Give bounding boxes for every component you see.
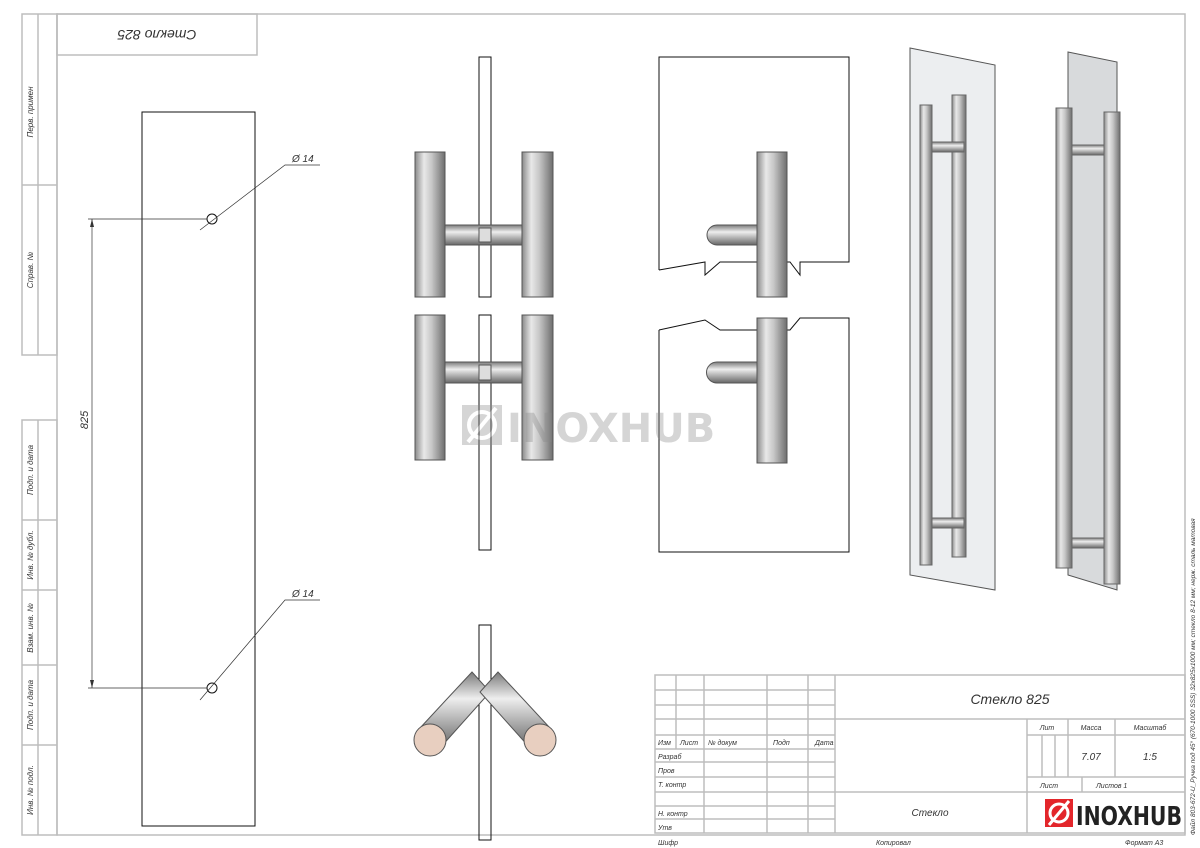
glass-plate-view: 825 Ø 14 Ø 14 xyxy=(79,111,320,827)
role-nkontr: Н. контр xyxy=(658,811,688,818)
sheet-label: Лист xyxy=(1039,783,1058,790)
hole-top xyxy=(206,213,218,225)
strip-label: Подп. и дата xyxy=(26,444,35,495)
side-strip: Перв. примен Справ. № Подп. и дата Инв. … xyxy=(21,13,58,836)
lit-label: Лит xyxy=(1039,725,1055,732)
logo-text: INOXHUB xyxy=(1076,802,1182,832)
role-utv: Утв xyxy=(657,825,672,832)
mass-label: Масса xyxy=(1081,725,1102,732)
role-razrab: Разраб xyxy=(658,753,682,761)
hole-top-diameter: Ø 14 xyxy=(291,154,314,165)
header-sign: Подп xyxy=(773,739,790,747)
role-prov: Пров xyxy=(658,768,675,775)
hole-bottom xyxy=(206,682,218,694)
material: Стекло xyxy=(911,808,948,819)
drawing-title: Стекло 825 xyxy=(970,691,1049,707)
side-view xyxy=(414,56,554,551)
file-caption: Файл 803-672-U_Ручка под 45° (670-1000 S… xyxy=(1189,518,1197,835)
strip-label: Справ. № xyxy=(26,251,35,288)
watermark: INOXHUB xyxy=(462,405,715,452)
top-label-box xyxy=(56,13,258,56)
footer-format: Формат А3 xyxy=(1125,840,1163,847)
section-view xyxy=(658,56,850,553)
sheets-label: Листов 1 xyxy=(1095,783,1127,790)
hole-bottom-diameter: Ø 14 xyxy=(291,589,314,600)
header-date: Дата xyxy=(814,740,834,747)
footer-copied: Копировал xyxy=(876,840,911,847)
strip-label: Перв. примен xyxy=(26,86,35,138)
header-list: Лист xyxy=(679,740,698,747)
footer-cipher: Шифр xyxy=(658,840,678,847)
spacing-dimension: 825 xyxy=(79,410,91,429)
role-tkontr: Т. контр xyxy=(658,782,686,789)
inoxhub-logo: INOXHUB xyxy=(1045,799,1182,832)
strip-label: Инв. № дубл. xyxy=(26,530,35,579)
strip-label: Подп. и дата xyxy=(26,679,35,730)
watermark-text: INOXHUB xyxy=(507,406,715,452)
strip-label: Взам. инв. № xyxy=(26,603,35,653)
top-view xyxy=(413,624,557,841)
scale-label: Масштаб xyxy=(1134,724,1168,732)
title-block: Стекло 825 Изм Лист № докум Подп Дата Ра… xyxy=(654,674,1186,834)
mass-value: 7.07 xyxy=(1081,752,1101,763)
perspective-render-front xyxy=(909,47,996,591)
header-doc: № докум xyxy=(708,739,737,747)
top-label: Стекло 825 xyxy=(117,27,196,43)
strip-label: Инв. № подл. xyxy=(26,765,35,815)
scale-value: 1:5 xyxy=(1143,752,1157,763)
header-izm: Изм xyxy=(658,740,671,747)
perspective-render-side xyxy=(1055,51,1121,591)
